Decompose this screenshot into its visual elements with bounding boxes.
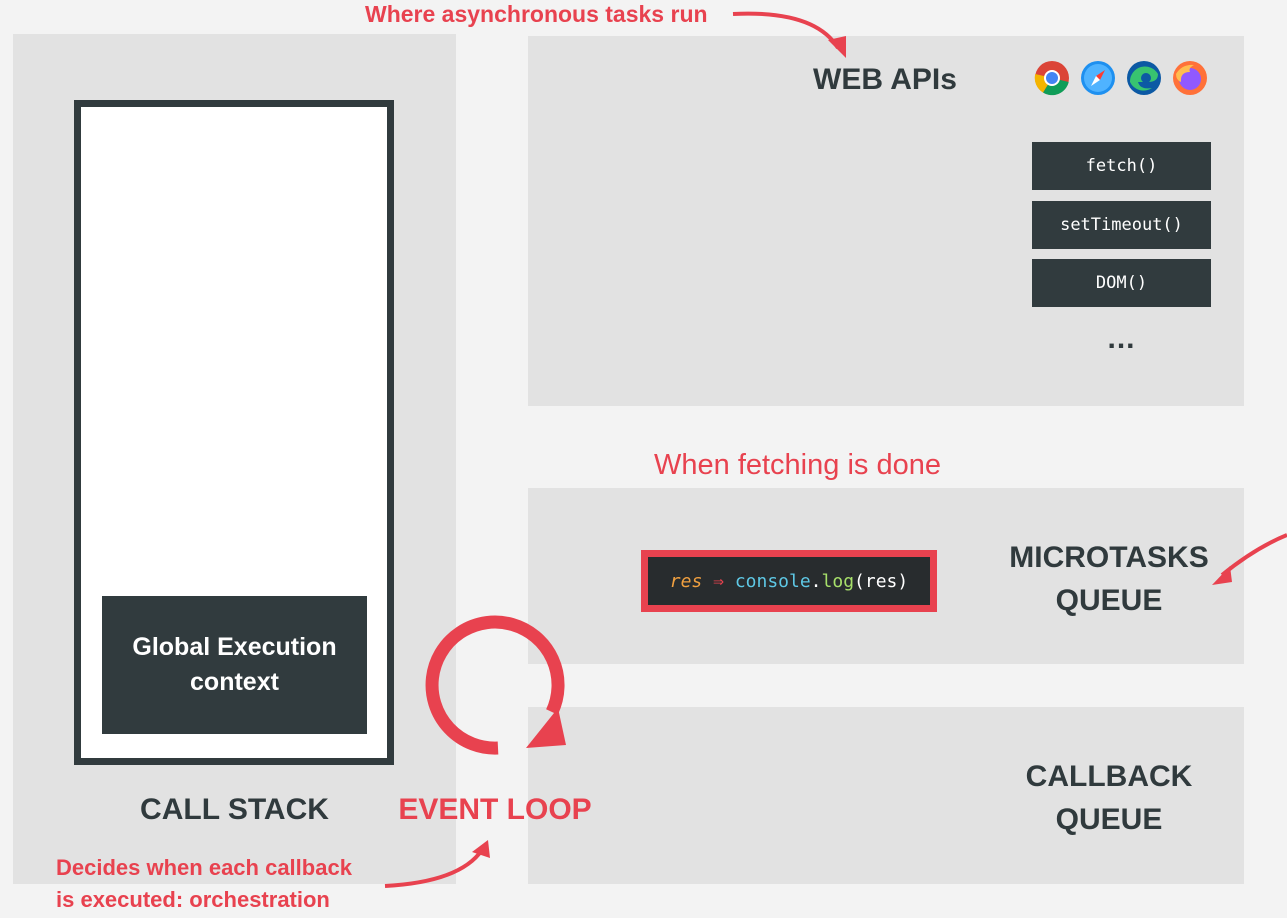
annotation-event-loop-line2: is executed: orchestration [56, 884, 330, 916]
settimeout-api-button[interactable]: setTimeout() [1032, 201, 1211, 249]
more-apis-ellipsis: ... [1107, 322, 1136, 355]
code-dot: . [810, 570, 822, 592]
dom-api-button[interactable]: DOM() [1032, 259, 1211, 307]
annotation-line2-prefix: is executed: [56, 887, 190, 912]
code-arrow: ⇒ [713, 570, 724, 592]
arrow-head-microtasks [1212, 566, 1232, 585]
microtasks-queue-title: MICROTASKS QUEUE [1009, 541, 1209, 617]
code-args: (res) [854, 570, 909, 592]
arrow-to-microtasks [1220, 533, 1287, 577]
callback-queue-title: CALLBACK QUEUE [1025, 760, 1193, 836]
annotation-async-tasks: Where asynchronous tasks run [365, 1, 708, 27]
arrow-to-event-loop [384, 848, 484, 888]
code-function: log [821, 570, 855, 592]
chrome-icon [1034, 61, 1069, 96]
arrow-to-web-apis [732, 11, 840, 50]
fetch-api-button[interactable]: fetch() [1032, 142, 1211, 190]
edge-icon [1127, 61, 1161, 95]
code-object: console [734, 570, 811, 592]
event-loop-arrow-head [526, 708, 566, 748]
arrow-head-event-loop [472, 840, 490, 858]
global-execution-context: Global Execution context [102, 596, 367, 734]
annotation-fetching-done: When fetching is done [654, 449, 941, 481]
arrow-head-web-apis [828, 36, 846, 58]
safari-icon [1081, 61, 1115, 95]
event-loop-label: EVENT LOOP [398, 793, 592, 826]
annotation-event-loop-line1: Decides when each callback [56, 855, 352, 880]
code-param: res [669, 570, 703, 592]
firefox-icon [1173, 61, 1207, 95]
annotation-line2-bold: orchestration [189, 887, 330, 912]
callback-code-box: res ⇒ console.log(res) [641, 550, 937, 612]
call-stack-title: CALL STACK [140, 793, 329, 826]
event-loop-circle [425, 615, 565, 755]
web-apis-title: WEB APIs [813, 63, 957, 96]
callback-queue-panel [528, 707, 1244, 884]
